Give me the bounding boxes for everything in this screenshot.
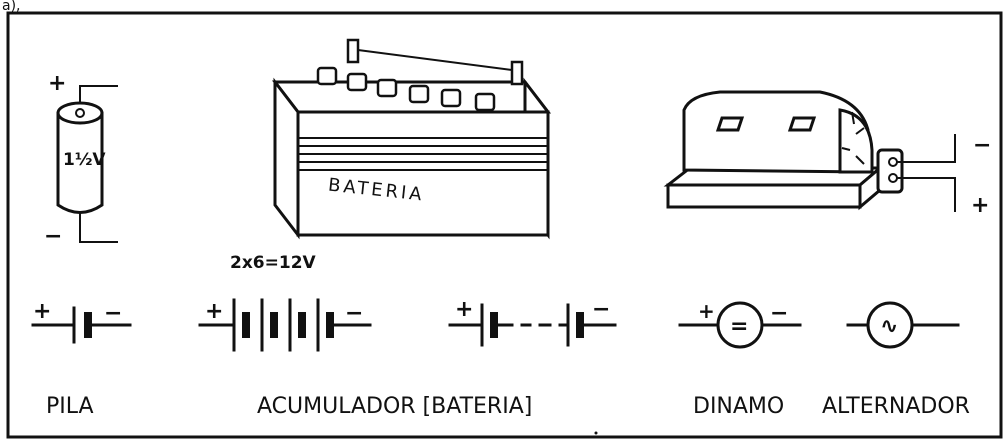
dynamo-minus-sign: − <box>973 133 991 158</box>
acumulador-symbol <box>198 298 372 352</box>
battery-dashed-symbol <box>448 303 617 347</box>
dinamo-symbol <box>678 301 802 349</box>
acumulador-minus-sign: − <box>345 301 363 326</box>
battery-voltage-formula: 2x6=12V <box>230 253 317 273</box>
acumulador-plus-sign: + <box>205 299 223 324</box>
dinamo-caption: DINAMO <box>693 394 784 419</box>
alternador-inner-sign: ∿ <box>880 314 898 339</box>
cell-voltage-label: 1½V <box>63 150 106 170</box>
cell-plus-sign: + <box>48 71 66 96</box>
pila-plus-sign: + <box>33 299 51 324</box>
acumulador-caption: ACUMULADOR [BATERIA] <box>257 394 532 419</box>
dynamo-illustration <box>663 90 956 212</box>
dinamo-plus-sign: + <box>698 299 715 323</box>
battery-illustration <box>271 38 552 240</box>
print-speck <box>594 431 598 435</box>
cell-illustration <box>56 85 118 243</box>
dynamo-plus-sign: + <box>971 193 989 218</box>
diagram-frame <box>6 11 1003 439</box>
pila-symbol <box>31 306 132 344</box>
battery-dashed-minus-sign: − <box>592 297 610 322</box>
dinamo-minus-sign: − <box>770 301 788 326</box>
cell-minus-sign: − <box>44 224 62 249</box>
alternador-caption: ALTERNADOR <box>822 394 970 419</box>
battery-dashed-plus-sign: + <box>455 297 473 322</box>
pila-minus-sign: − <box>104 301 122 326</box>
dinamo-inner-sign: = <box>730 314 748 339</box>
header-fragment: a), <box>2 0 21 14</box>
alternador-symbol <box>846 301 960 349</box>
pila-caption: PILA <box>46 394 94 419</box>
